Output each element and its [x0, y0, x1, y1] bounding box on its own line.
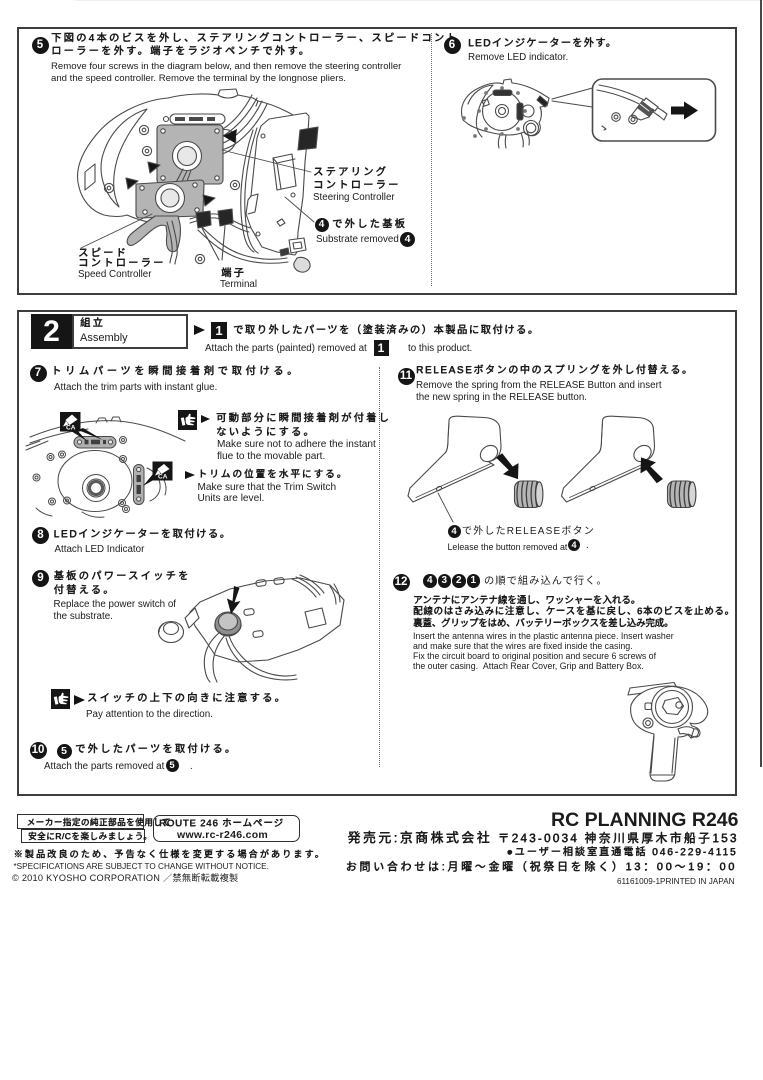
svg-text:CA: CA: [66, 425, 76, 432]
svg-text:CA: CA: [158, 474, 168, 481]
